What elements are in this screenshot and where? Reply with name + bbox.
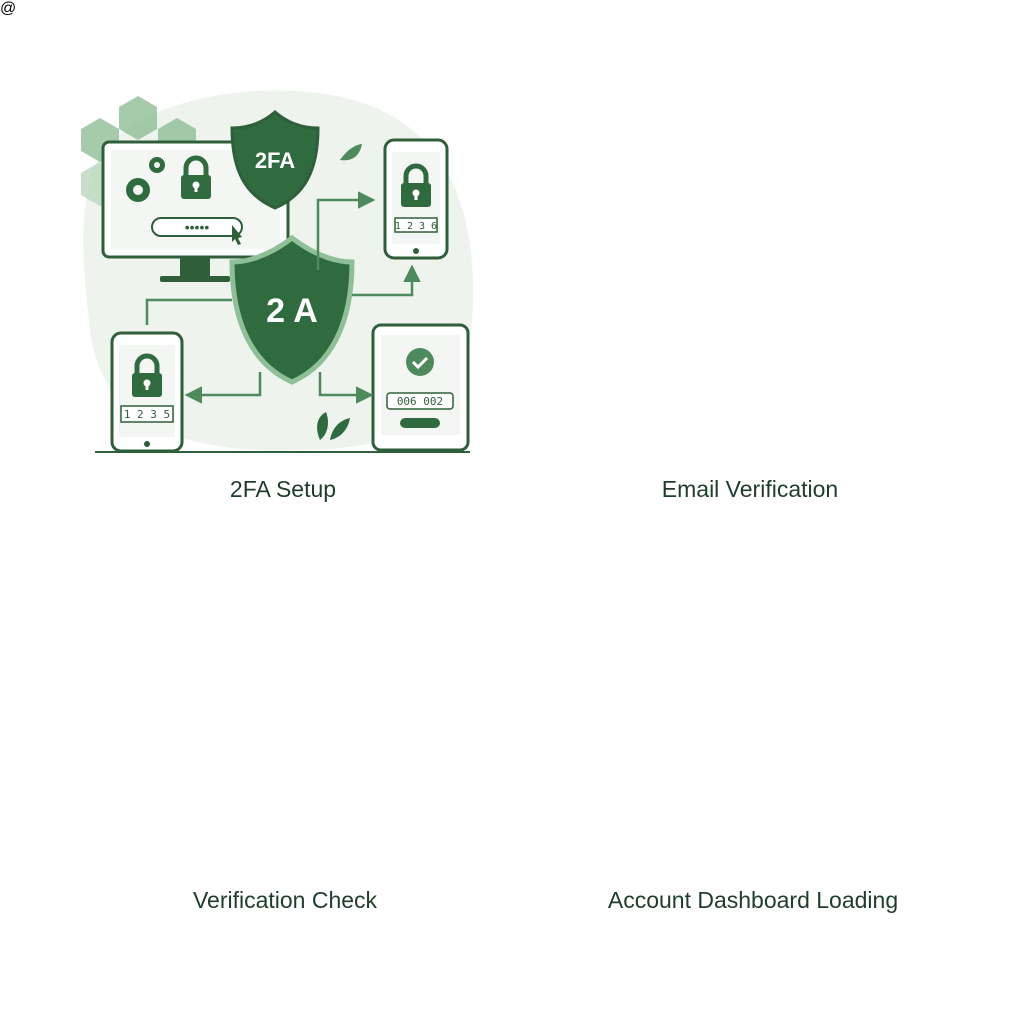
phone-code-left: 1 2 3 5: [124, 408, 170, 421]
at-envelope-icon: @: [0, 0, 16, 17]
password-field: •••••: [151, 217, 243, 245]
panel-2fa-setup: ••••• 2FA 2 A 1 2 3 6 1 2 3: [81, 90, 474, 453]
badge-2a-label: 2 A: [266, 292, 318, 330]
caption-account-dashboard-loading: Account Dashboard Loading: [607, 887, 899, 913]
tablet-code: 006 002: [397, 395, 443, 408]
smartphone-icon: 1 2 3 6: [383, 138, 449, 260]
phone-code-right: 1 2 3 6: [395, 221, 437, 232]
caption-email-verification: Email Verification: [661, 476, 839, 502]
connector-lines: [145, 191, 421, 404]
gear-icon: [126, 157, 165, 202]
caption-2fa-setup: 2FA Setup: [229, 476, 337, 502]
tablet-icon: 006 002: [371, 323, 470, 452]
badge-2fa-label: 2FA: [255, 148, 295, 173]
smartphone-left-icon: 1 2 3 5: [110, 331, 184, 453]
central-shield-icon: 2 A: [229, 234, 355, 385]
leaf-icon: [340, 144, 362, 161]
cursor-icon: [232, 225, 242, 245]
shield-icon: 2FA: [230, 110, 320, 210]
background-blob: @: [0, 0, 16, 17]
check-circle-icon: @: [0, 0, 16, 17]
caption-verification-check: Verification Check: [192, 887, 378, 913]
panel-email-verification: @: [0, 0, 16, 17]
flow-arrow-1-to-2: @: [0, 0, 898, 913]
password-mask: •••••: [185, 219, 210, 235]
at-symbol: @: [0, 0, 17, 17]
sprout-icon: [317, 412, 350, 440]
